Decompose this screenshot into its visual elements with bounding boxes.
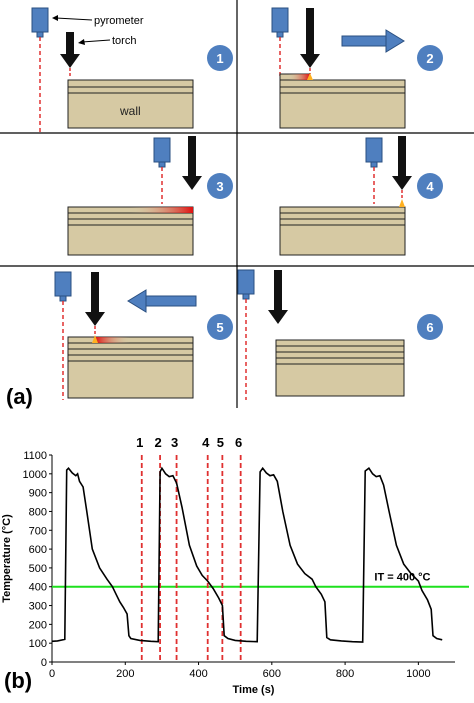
y-tick-label: 500	[29, 563, 47, 575]
y-axis-ticks: 0 100 200 300 400 500 600 700 800 900 1000 1100	[23, 450, 52, 669]
step-marker-label-3: 3	[171, 435, 178, 450]
melt-pool-icon	[307, 73, 313, 80]
step-marker-label-4: 4	[202, 435, 210, 450]
x-tick-label: 1000	[406, 668, 430, 680]
torch-callout-arrowhead	[78, 39, 85, 45]
threshold-label: IT = 400 °C	[374, 572, 430, 584]
y-tick-label: 300	[29, 601, 47, 613]
svg-text:4: 4	[426, 179, 434, 194]
torch-label: torch	[112, 35, 136, 47]
x-tick-label: 400	[189, 668, 207, 680]
heated-zone	[95, 337, 130, 343]
pyrometer-icon	[153, 137, 171, 168]
y-tick-label: 800	[29, 506, 47, 518]
x-tick-label: 200	[116, 668, 134, 680]
torch-icon	[392, 136, 412, 190]
wall-block	[279, 73, 406, 129]
y-tick-label: 400	[29, 582, 47, 594]
y-tick-label: 100	[29, 638, 47, 650]
y-tick-label: 600	[29, 544, 47, 556]
svg-text:2: 2	[426, 51, 433, 66]
pyrometer-callout-line	[55, 17, 93, 21]
pyrometer-icon	[365, 137, 383, 168]
wall-block	[67, 79, 194, 129]
svg-text:3: 3	[216, 179, 223, 194]
step-1: wall pyrometer torch 1	[31, 7, 233, 132]
pyrometer-icon	[271, 7, 289, 38]
y-tick-label: 200	[29, 619, 47, 631]
step-6: 6	[237, 269, 443, 400]
svg-text:1: 1	[216, 51, 223, 66]
torch-icon	[60, 32, 80, 68]
step-badge-6: 6	[417, 314, 443, 340]
step-badge-5: 5	[207, 314, 233, 340]
pyrometer-label: pyrometer	[94, 15, 144, 27]
x-tick-label: 800	[336, 668, 354, 680]
pyrometer-callout-arrowhead	[52, 15, 58, 21]
wall-block	[67, 336, 194, 399]
melt-pool-icon	[399, 199, 405, 207]
x-axis-ticks: 0 200 400 600 800 1000	[49, 662, 431, 680]
pyrometer-icon	[54, 271, 72, 302]
torch-icon	[85, 272, 105, 326]
panel-b-label: (b)	[4, 668, 32, 693]
panel-a-label: (a)	[6, 384, 33, 409]
torch-callout-line	[81, 39, 111, 43]
wall-block	[279, 206, 406, 256]
x-tick-label: 0	[49, 668, 55, 680]
series-temperature-line	[51, 466, 443, 643]
travel-arrow-right-icon	[341, 29, 405, 53]
y-tick-label: 1000	[23, 469, 47, 481]
step-marker-label-1: 1	[136, 435, 143, 450]
panel-a-grid	[0, 0, 474, 408]
x-axis-label: Time (s)	[233, 684, 275, 696]
step-marker-label-2: 2	[154, 435, 161, 450]
wall-block	[67, 206, 194, 256]
step-badge-2: 2	[417, 45, 443, 71]
torch-icon	[182, 136, 202, 190]
y-tick-label: 1100	[23, 450, 47, 462]
heated-zone	[130, 207, 193, 213]
step-3: 3	[67, 136, 233, 256]
pyrometer-icon	[31, 7, 49, 38]
step-5: 5	[54, 271, 233, 400]
y-axis-label: Temperature (°C)	[1, 514, 13, 603]
step-marker-label-5: 5	[217, 435, 224, 450]
wall-label: wall	[119, 104, 141, 118]
svg-text:6: 6	[426, 320, 433, 335]
step-badge-4: 4	[417, 173, 443, 199]
torch-icon	[300, 8, 320, 68]
y-tick-label: 900	[29, 488, 47, 500]
step-4: 4	[279, 136, 443, 256]
step-marker-label-6: 6	[235, 435, 242, 450]
travel-arrow-left-icon	[127, 289, 197, 313]
x-tick-label: 600	[263, 668, 281, 680]
step-2: 2	[271, 7, 443, 129]
svg-text:5: 5	[216, 320, 223, 335]
step-badge-1: 1	[207, 45, 233, 71]
pyrometer-icon	[237, 269, 255, 300]
y-tick-label: 0	[41, 657, 47, 669]
y-tick-label: 700	[29, 525, 47, 537]
wall-block	[275, 339, 405, 397]
melt-pool-icon	[92, 335, 98, 343]
step-badge-3: 3	[207, 173, 233, 199]
torch-icon	[268, 270, 288, 324]
